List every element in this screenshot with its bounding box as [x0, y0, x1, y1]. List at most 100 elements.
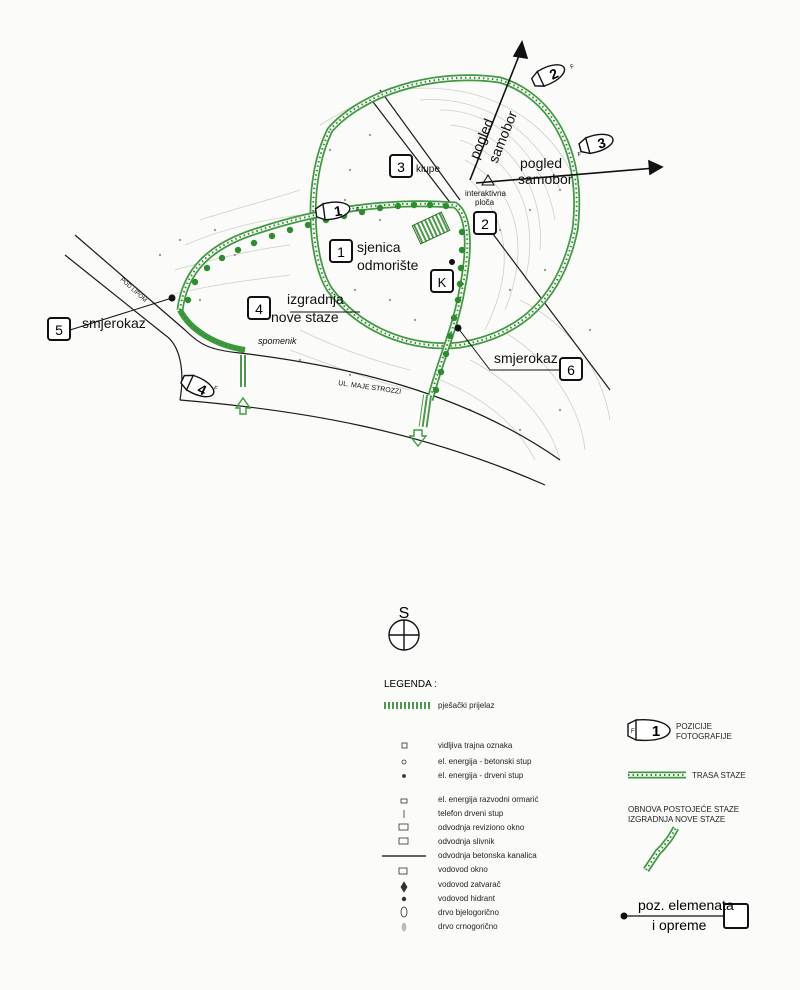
- label-pod-lipom: POD LIPOM: [119, 277, 148, 304]
- trail-dot: [376, 204, 384, 212]
- element-marker-2: 2: [473, 211, 497, 235]
- element-marker-4: 4: [247, 296, 271, 320]
- roads: [64, 89, 611, 486]
- label-spomenik: spomenik: [258, 336, 297, 346]
- svg-text:2: 2: [481, 216, 489, 232]
- view-arrows: [469, 40, 664, 184]
- label-smjerokaz-right: smjerokaz: [494, 350, 558, 366]
- svg-text:S: S: [399, 605, 410, 622]
- trail-dot: [234, 246, 242, 254]
- svg-text:FOTOGRAFIJE: FOTOGRAFIJE: [676, 732, 732, 741]
- trail-dot: [268, 232, 276, 240]
- svg-text:poz. elemenata: poz. elemenata: [638, 897, 734, 913]
- pedestrian-crossings: [234, 355, 433, 448]
- label-ploca: ploča: [475, 198, 495, 207]
- trail-dot: [304, 221, 312, 229]
- svg-text:POZICIJE: POZICIJE: [676, 722, 712, 731]
- legend-item-5: odvodnja reviziono okno: [438, 823, 525, 832]
- terrain-contours: [169, 87, 611, 461]
- legend-title: LEGENDA :: [384, 679, 437, 690]
- label-odmoriste: odmorište: [357, 257, 419, 273]
- svg-text:TRASA STAZE: TRASA STAZE: [692, 771, 746, 780]
- svg-text:3: 3: [596, 134, 608, 152]
- legend-item-7: odvodnja betonska kanalica: [438, 851, 537, 860]
- legend-item-8: vodovod okno: [438, 865, 488, 874]
- trail-dot: [394, 202, 402, 210]
- element-dot-k: [449, 259, 455, 265]
- photo-markers: 1 F 2 F 3 F 4 F: [180, 64, 614, 398]
- trail-dot: [191, 278, 199, 286]
- svg-text:1: 1: [337, 244, 345, 260]
- trail-dot: [250, 239, 258, 247]
- svg-text:OBNOVA POSTOJEĆE STAZE: OBNOVA POSTOJEĆE STAZE: [628, 805, 739, 814]
- legend-item-6: odvodnja slivnik: [438, 837, 495, 846]
- legend-pedestrian-symbol: [384, 702, 430, 709]
- element-marker-5: 5: [47, 317, 71, 341]
- trail-dot: [437, 368, 445, 376]
- trail-dot: [458, 246, 466, 254]
- trail-dot: [457, 264, 465, 272]
- trail-dot: [218, 254, 226, 262]
- road-northeast: [379, 89, 461, 201]
- trail-dot: [203, 264, 211, 272]
- svg-text:1: 1: [333, 202, 343, 219]
- arrow-down-icon: [408, 429, 428, 448]
- road-east: [489, 229, 611, 391]
- trail-dot: [286, 226, 294, 234]
- trail-dot: [454, 296, 462, 304]
- legend-photo-position: 1 F POZICIJE FOTOGRAFIJE: [627, 718, 732, 742]
- label-klupe: klupe: [416, 164, 440, 175]
- road-pod-lipom-outer: [74, 234, 241, 354]
- trail-dot: [446, 332, 454, 340]
- signpost-dot-right: [454, 324, 462, 332]
- legend-item-9: vodovod zatvarač: [438, 880, 501, 889]
- label-sjenica: sjenica: [357, 239, 401, 255]
- photo-marker-2: 2 F: [530, 64, 576, 87]
- label-samobor-2: samobor: [518, 171, 573, 187]
- svg-text:F: F: [577, 152, 582, 159]
- svg-text:4: 4: [255, 301, 263, 317]
- legend-symbols: [382, 742, 426, 932]
- signpost-dot-left: [168, 294, 176, 302]
- label-smjerokaz-left: smjerokaz: [82, 315, 146, 331]
- svg-text:3: 3: [397, 159, 405, 175]
- legend-new-trail-symbol: [643, 826, 680, 872]
- new-trail-dots: [184, 201, 466, 394]
- info-board-icon: [481, 174, 495, 186]
- trail-dot: [450, 314, 458, 322]
- trail-dot: [358, 208, 366, 216]
- svg-text:5: 5: [55, 322, 63, 338]
- legend-item-11: drvo bjelogorično: [438, 908, 499, 917]
- svg-text:i opreme: i opreme: [652, 917, 707, 933]
- road-maje-strozzi-upper: [239, 352, 561, 461]
- arrow-up-icon: [234, 396, 252, 415]
- legend-trail-symbol: TRASA STAZE: [628, 771, 746, 780]
- road-maje-strozzi-lower: [179, 399, 546, 486]
- label-nove-staze: nove staze: [271, 309, 339, 325]
- map-labels: pogled samobor pogled samobor klupe inte…: [82, 108, 573, 395]
- label-interaktivna: interaktivna: [465, 189, 506, 198]
- trail-dot: [426, 201, 434, 209]
- trail-dot: [432, 386, 440, 394]
- element-marker-k: K: [430, 269, 454, 293]
- label-izgradnja: izgradnja: [287, 291, 344, 307]
- legend-item-0: vidljiva trajna oznaka: [438, 741, 513, 750]
- photo-marker-1: 1 F: [314, 201, 361, 221]
- svg-text:F: F: [631, 729, 635, 735]
- legend-item-2: el. energija - drveni stup: [438, 771, 524, 780]
- north-arrow: S: [388, 605, 420, 651]
- svg-text:pješački prijelaz: pješački prijelaz: [438, 701, 494, 710]
- legend-item-10: vodovod hidrant: [438, 894, 496, 903]
- element-marker-1: 1: [329, 239, 353, 263]
- legend-element-position: poz. elemenata i opreme: [620, 897, 749, 933]
- gazebo-shape: [411, 211, 451, 245]
- trail-dot: [458, 228, 466, 236]
- svg-text:F: F: [212, 386, 218, 393]
- element-marker-3: 3: [389, 154, 413, 178]
- leader-lines: [69, 297, 560, 371]
- view-arrow-head-2: [648, 159, 664, 176]
- photo-marker-4: 4 F: [180, 374, 219, 398]
- svg-text:F: F: [570, 64, 576, 71]
- road-pod-lipom-inner: [64, 254, 183, 401]
